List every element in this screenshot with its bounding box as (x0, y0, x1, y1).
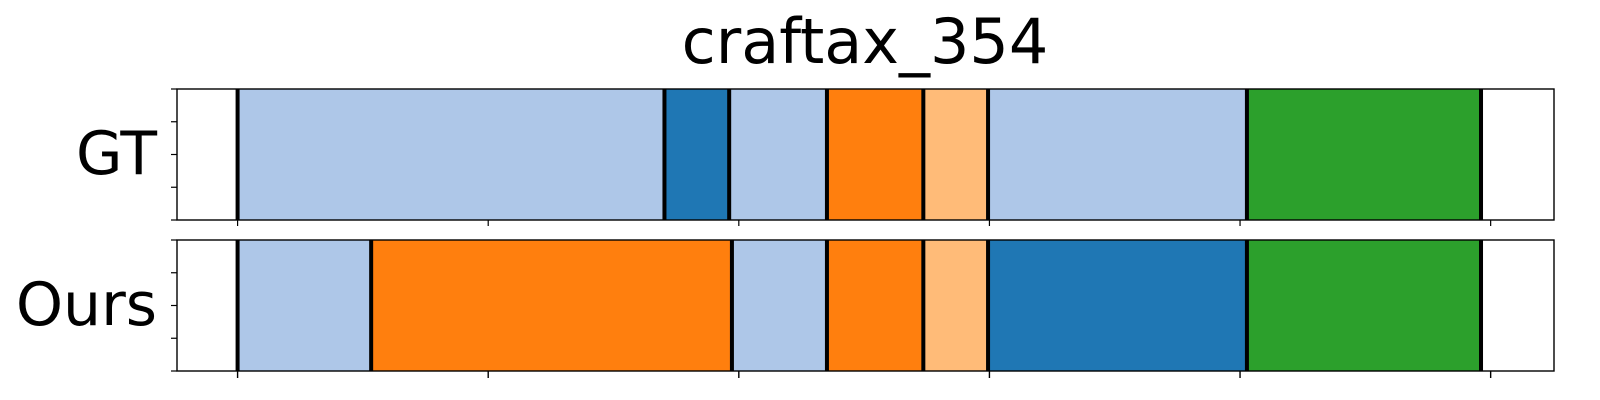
segment-ours-6 (1246, 240, 1482, 371)
row-gt-y-ticks (171, 88, 177, 221)
segment-ours-0 (237, 240, 372, 371)
row-gt: GT (76, 88, 1555, 221)
row-ours-segments (237, 240, 1482, 371)
segment-ours-1 (371, 240, 732, 371)
segment-gt-5 (988, 89, 1247, 220)
row-gt-boundaries (235, 89, 1484, 220)
segment-ours-4 (923, 240, 989, 371)
segment-ours-5 (988, 240, 1247, 371)
segment-gt-1 (664, 89, 730, 220)
segment-gt-2 (729, 89, 827, 220)
segment-gt-4 (923, 89, 989, 220)
x-axis-ticks (236, 220, 1492, 378)
row-ours: Ours (16, 239, 1555, 372)
row-gt-segments (237, 89, 1482, 220)
chart-title: craftax_354 (682, 5, 1049, 78)
row-ours-boundaries (235, 240, 1484, 371)
segment-gt-3 (826, 89, 924, 220)
row-gt-label: GT (76, 119, 157, 189)
row-gt-axes-frame (176, 88, 1555, 221)
segment-gt-0 (237, 89, 665, 220)
row-ours-y-ticks (171, 239, 177, 372)
row-ours-label: Ours (16, 270, 157, 340)
row-ours-axes-frame (176, 239, 1555, 372)
segment-gt-6 (1246, 89, 1482, 220)
segment-ours-2 (731, 240, 827, 371)
segment-ours-3 (826, 240, 924, 371)
